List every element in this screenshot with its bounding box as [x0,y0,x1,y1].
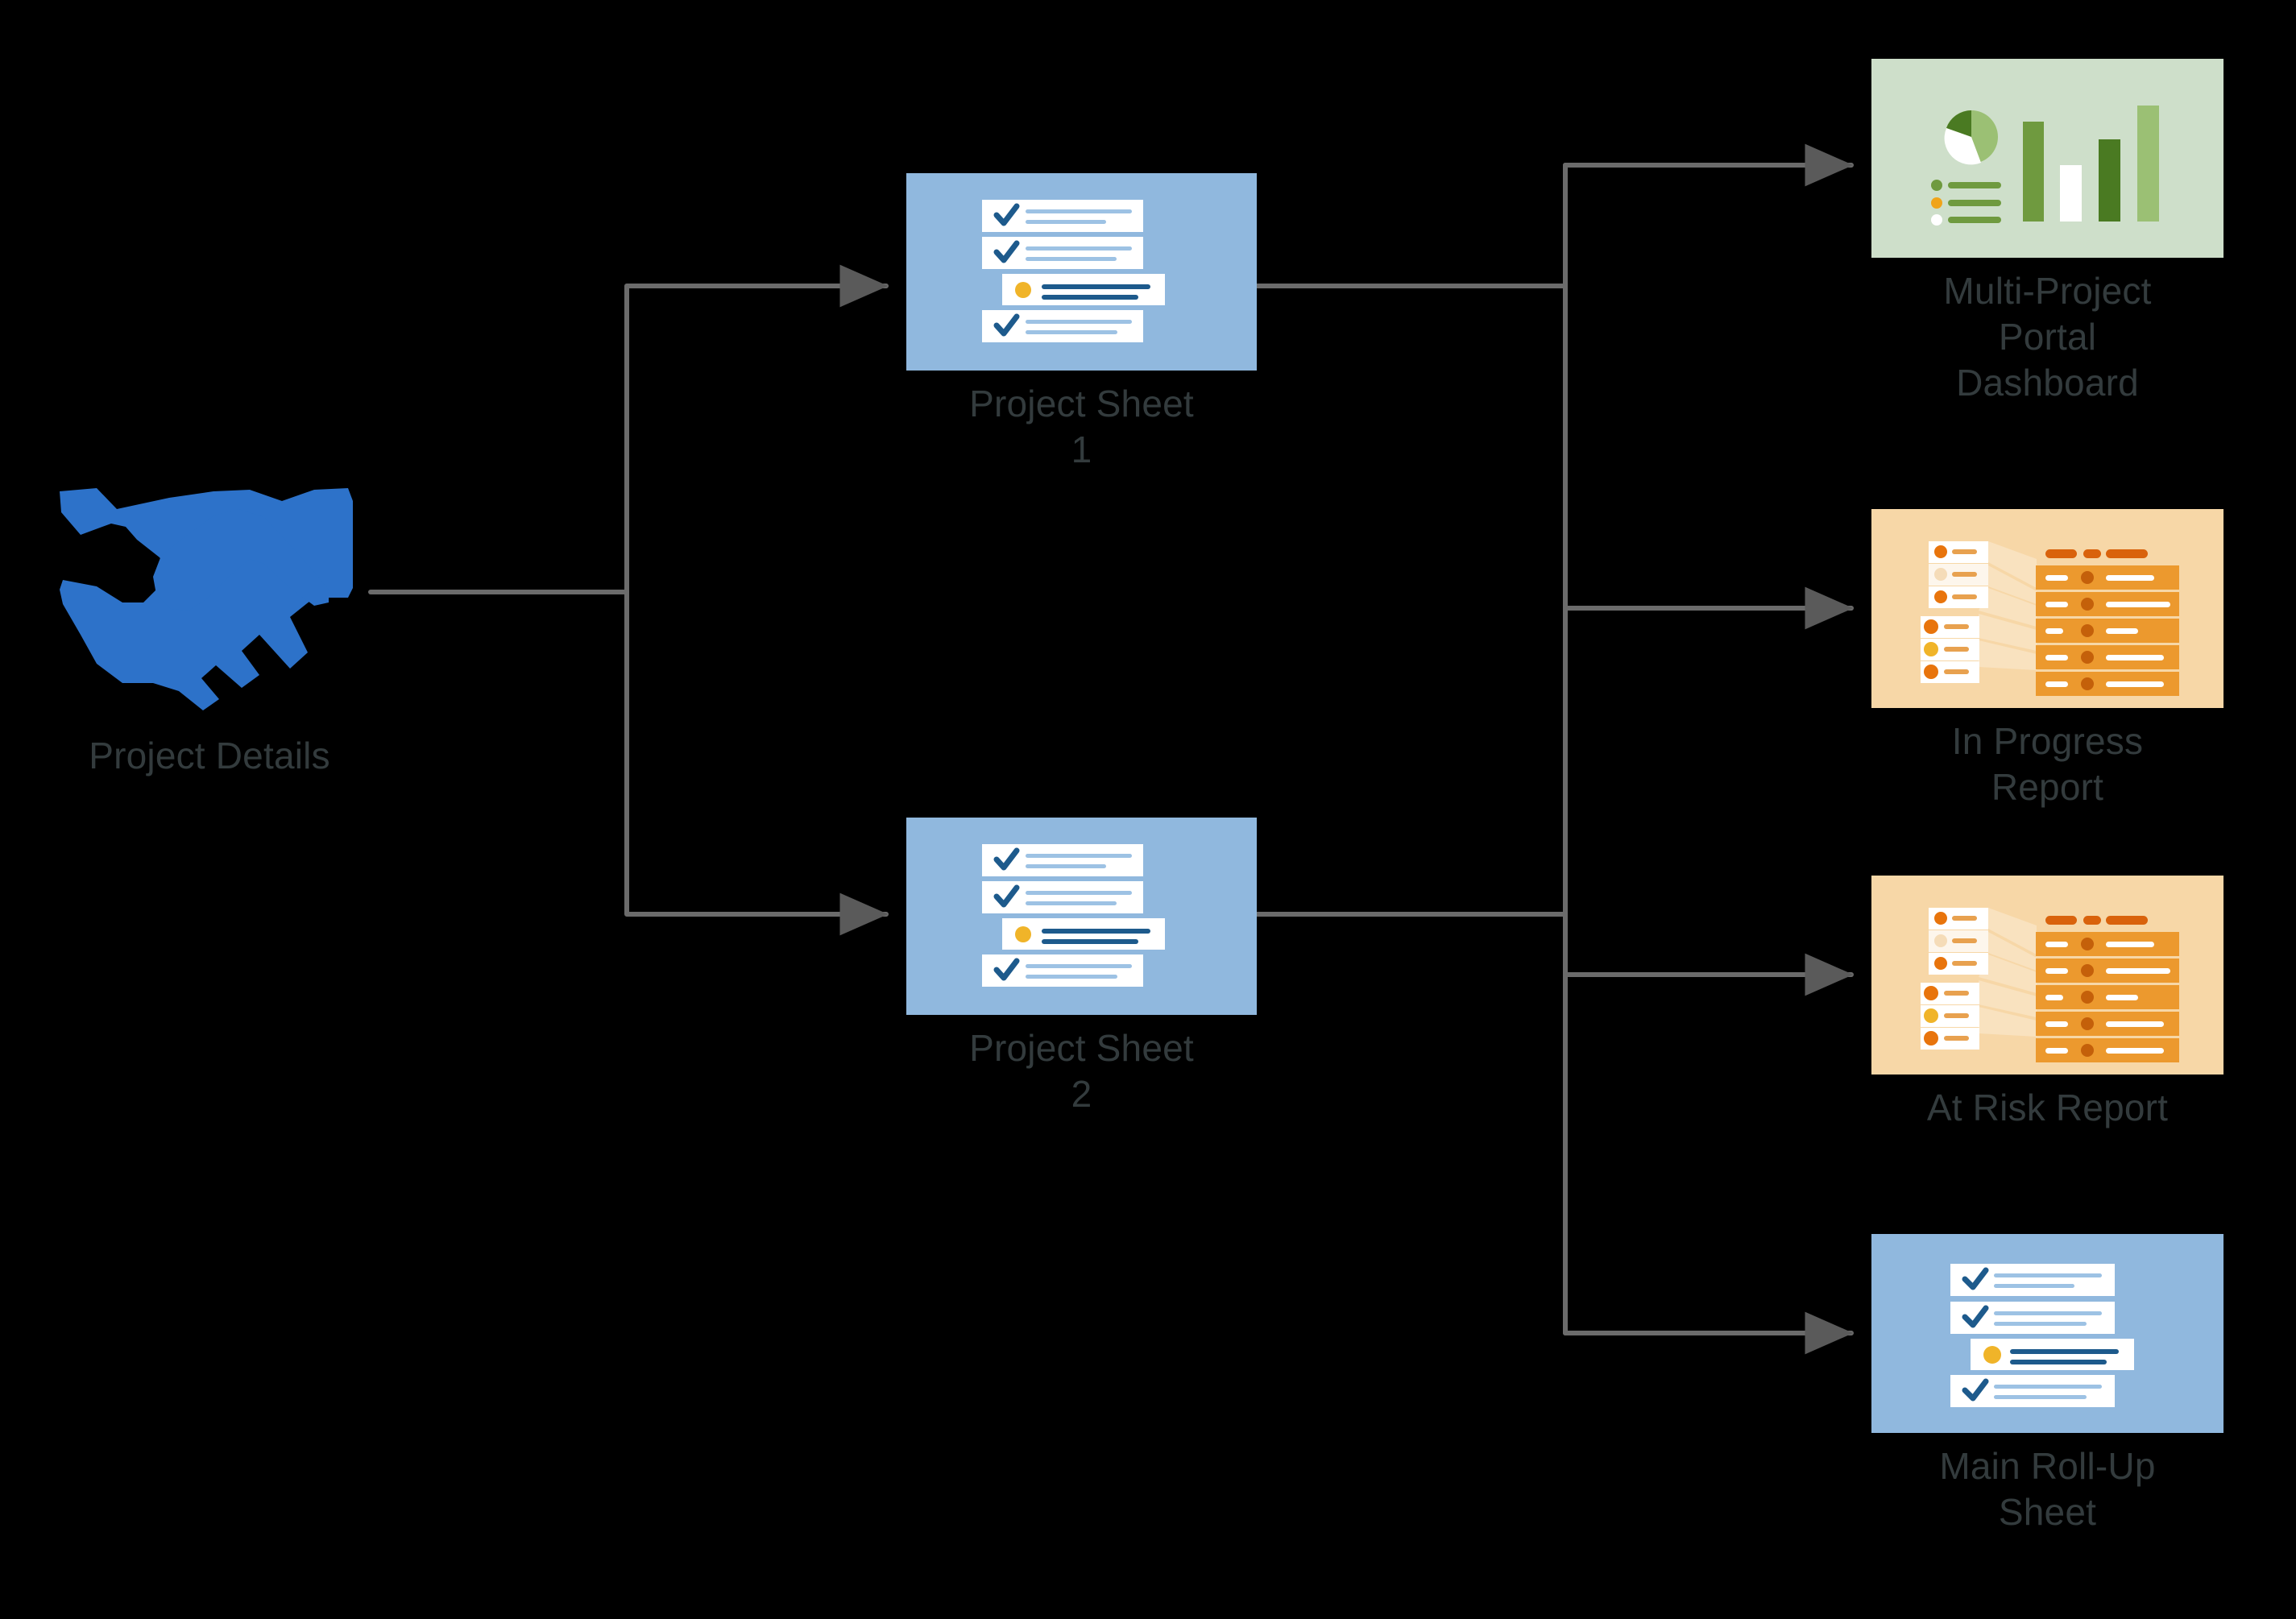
checklist-sheet-icon [1871,1234,2223,1433]
report-rows-icon [1871,509,2223,708]
node-in-progress-report[interactable]: In Progress Report [1871,509,2223,808]
node-project-sheet-1-label: Project Sheet 1 [969,383,1194,471]
node-project-details[interactable]: Project Details [48,467,371,776]
node-project-details-label: Project Details [89,735,330,776]
node-project-sheet-1[interactable]: Project Sheet 1 [906,173,1257,470]
node-at-risk-report[interactable]: At Risk Report [1871,876,2223,1128]
node-multi-project-portal-dashboard[interactable]: Multi-Project Portal Dashboard [1871,59,2223,404]
report-rows-icon [1871,876,2223,1075]
connector-to-dashboard [1563,143,1854,187]
node-multi-project-portal-dashboard-label: Multi-Project Portal Dashboard [1943,270,2152,404]
checklist-sheet-icon [906,818,1257,1015]
checklist-sheet-icon [906,173,1257,371]
connector-source-to-sheet2 [624,590,889,936]
node-project-sheet-2[interactable]: Project Sheet 2 [906,818,1257,1115]
handshake-icon [60,488,353,710]
node-main-roll-up-sheet-label: Main Roll-Up Sheet [1939,1445,2156,1534]
connector-to-main-rollup [1563,1311,1854,1355]
connector-source-to-sheet1 [610,264,889,594]
node-project-sheet-2-label: Project Sheet 2 [969,1027,1194,1116]
dashboard-chart-icon [1871,59,2223,258]
node-main-roll-up-sheet[interactable]: Main Roll-Up Sheet [1871,1234,2223,1533]
node-at-risk-report-label: At Risk Report [1926,1087,2169,1128]
node-in-progress-report-label: In Progress Report [1951,720,2144,809]
